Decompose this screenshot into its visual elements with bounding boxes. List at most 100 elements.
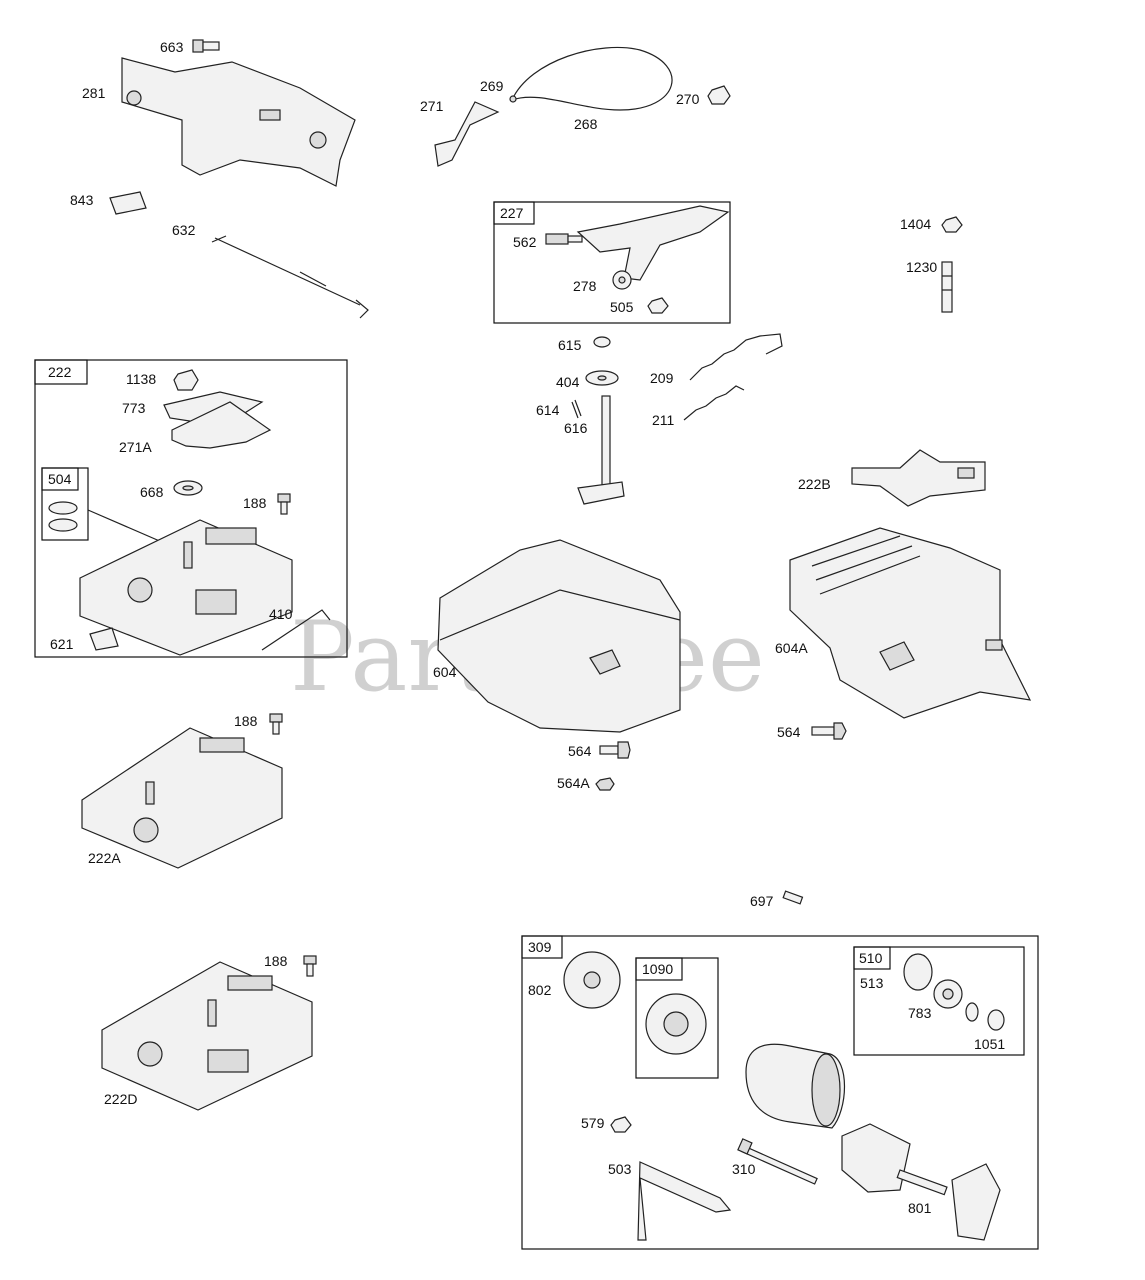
label-222D: 222D [104,1091,137,1107]
label-564a: 564 [568,743,592,759]
part-410-link[interactable] [261,609,331,651]
label-209: 209 [650,370,674,386]
part-615-washer[interactable] [593,336,611,348]
part-579-nut[interactable] [610,1116,632,1133]
group-510-box [853,946,1025,1056]
label-773: 773 [122,400,146,416]
part-269-268-cable[interactable] [509,46,673,111]
part-310-bolt[interactable] [737,1138,818,1185]
part-843-clip[interactable] [109,191,147,215]
part-1138-nut[interactable] [173,369,199,391]
group-309-box [521,935,1039,1250]
label-843: 843 [70,192,94,208]
label-410: 410 [269,606,293,622]
label-211: 211 [652,412,675,428]
part-604-blower-housing[interactable] [437,539,681,733]
label-564A: 564A [557,775,590,791]
label-564b: 564 [777,724,801,740]
label-783: 783 [908,1005,932,1021]
part-616-governor-shaft[interactable] [577,395,625,505]
group-1090-tag [635,957,683,981]
part-564-screw-b[interactable] [811,722,847,740]
part-505-nut[interactable] [647,297,669,314]
part-783-gear[interactable] [933,979,963,1009]
group-510-tag [853,946,891,970]
part-1230-stud[interactable] [941,261,953,313]
label-614: 614 [536,402,560,418]
label-188c: 188 [264,953,288,969]
label-268: 268 [574,116,598,132]
label-616: 616 [564,420,588,436]
part-278-washer[interactable] [612,270,632,290]
part-211-spring[interactable] [683,385,745,421]
group-309-label: 309 [528,939,552,955]
part-562-bolt[interactable] [545,233,583,245]
label-281: 281 [82,85,106,101]
part-632-link-rod[interactable] [211,235,369,319]
part-271-control-lever[interactable] [434,101,500,167]
label-604: 604 [433,664,457,680]
group-227-box [493,201,731,324]
label-801: 801 [908,1200,932,1216]
part-222B-bracket[interactable] [851,449,986,507]
part-209-spring[interactable] [689,333,783,381]
part-503-bracket[interactable] [637,1161,732,1241]
part-1404-nut[interactable] [941,216,963,233]
part-697-screw[interactable] [782,890,804,905]
part-222-control-base[interactable] [79,519,293,656]
group-504-tag [41,467,79,491]
label-632: 632 [172,222,196,238]
label-269: 269 [480,78,504,94]
part-armature[interactable] [841,1123,948,1196]
part-188-screw-a[interactable] [277,493,291,515]
group-222-tag [34,359,88,385]
label-663: 663 [160,39,184,55]
part-668-bushing[interactable] [173,480,203,496]
group-222-label: 222 [48,364,72,380]
label-188b: 188 [234,713,258,729]
group-1090-label: 1090 [642,961,673,977]
label-222B: 222B [798,476,831,492]
part-227-governor-lever[interactable] [576,205,730,281]
group-510-label: 510 [859,950,883,966]
label-615: 615 [558,337,582,353]
part-271A-control-plate[interactable] [171,401,272,449]
part-621-clip[interactable] [89,627,119,651]
part-564-screw-a[interactable] [599,741,631,759]
part-564A-screw[interactable] [595,777,615,791]
label-505: 505 [610,299,634,315]
part-1051-retainer[interactable] [965,1002,1005,1031]
label-503: 503 [608,1161,632,1177]
label-188a: 188 [243,495,267,511]
part-270-nut[interactable] [707,85,731,105]
part-663-bolt[interactable] [192,39,220,53]
part-504-washers[interactable] [48,501,186,553]
group-309-tag [521,935,563,959]
label-604A: 604A [775,640,808,656]
group-504-label: 504 [48,471,72,487]
part-188-screw-b[interactable] [269,713,283,735]
part-513-drive-assembly[interactable] [903,953,933,991]
label-404: 404 [556,374,580,390]
part-188-screw-c[interactable] [303,955,317,977]
group-222-box [34,359,348,658]
part-222A-control-base[interactable] [81,727,283,869]
part-222D-control-base[interactable] [101,961,313,1111]
label-697: 697 [750,893,774,909]
part-motor-housing[interactable] [745,1043,846,1129]
label-271A: 271A [119,439,152,455]
part-404-washer[interactable] [585,370,619,386]
part-801-end-cap[interactable] [951,1163,1001,1241]
label-1051: 1051 [974,1036,1005,1052]
label-513: 513 [860,975,884,991]
part-614-pin[interactable] [571,399,582,419]
part-281-control-bracket[interactable] [121,57,356,187]
part-802-cover[interactable] [563,951,621,1009]
label-621: 621 [50,636,74,652]
part-1090-brush-assembly[interactable] [645,993,707,1055]
part-604A-blower-housing[interactable] [789,527,1032,719]
group-227-label: 227 [500,205,524,221]
label-579: 579 [581,1115,605,1131]
label-1230: 1230 [906,259,937,275]
